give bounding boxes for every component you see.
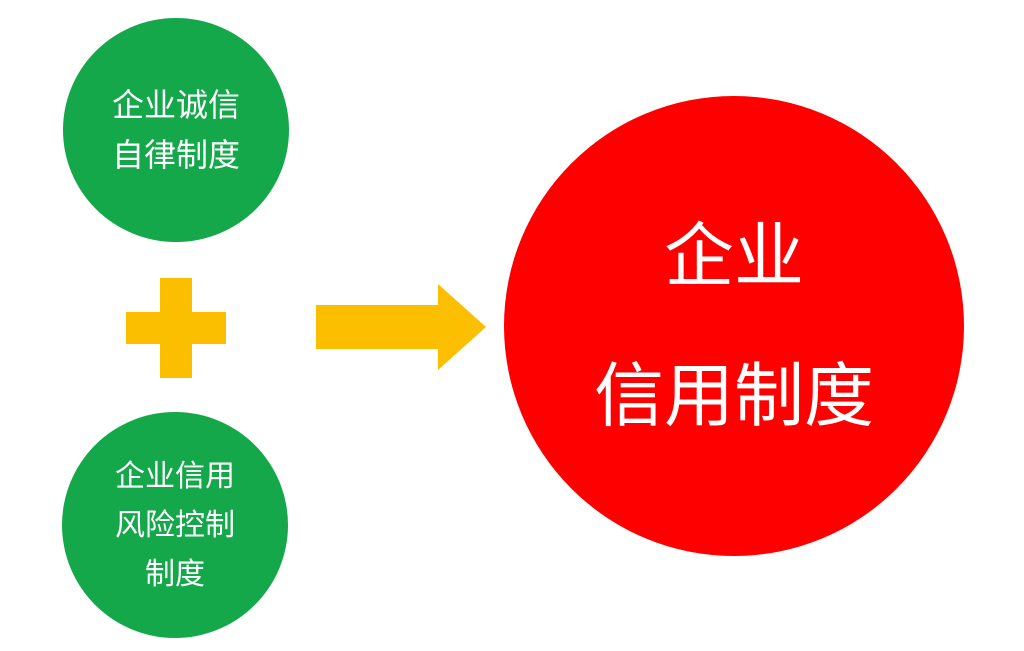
node-enterprise-credit-risk-control: 企业信用 风险控制 制度 — [62, 412, 288, 638]
node-text-line: 企业信用 — [115, 458, 235, 494]
node-text-line: 信用制度 — [594, 355, 874, 437]
node-text-line: 企业诚信 — [111, 86, 240, 124]
node-text-line: 企业 — [664, 215, 804, 297]
arrow-right-icon — [316, 284, 486, 370]
node-text-line: 自律制度 — [111, 136, 240, 174]
plus-icon — [126, 278, 226, 378]
node-text-line: 制度 — [145, 556, 205, 592]
node-enterprise-integrity-self-discipline: 企业诚信 自律制度 — [63, 18, 289, 242]
node-text-line: 风险控制 — [115, 507, 235, 543]
node-enterprise-credit-system: 企业 信用制度 — [504, 96, 964, 556]
